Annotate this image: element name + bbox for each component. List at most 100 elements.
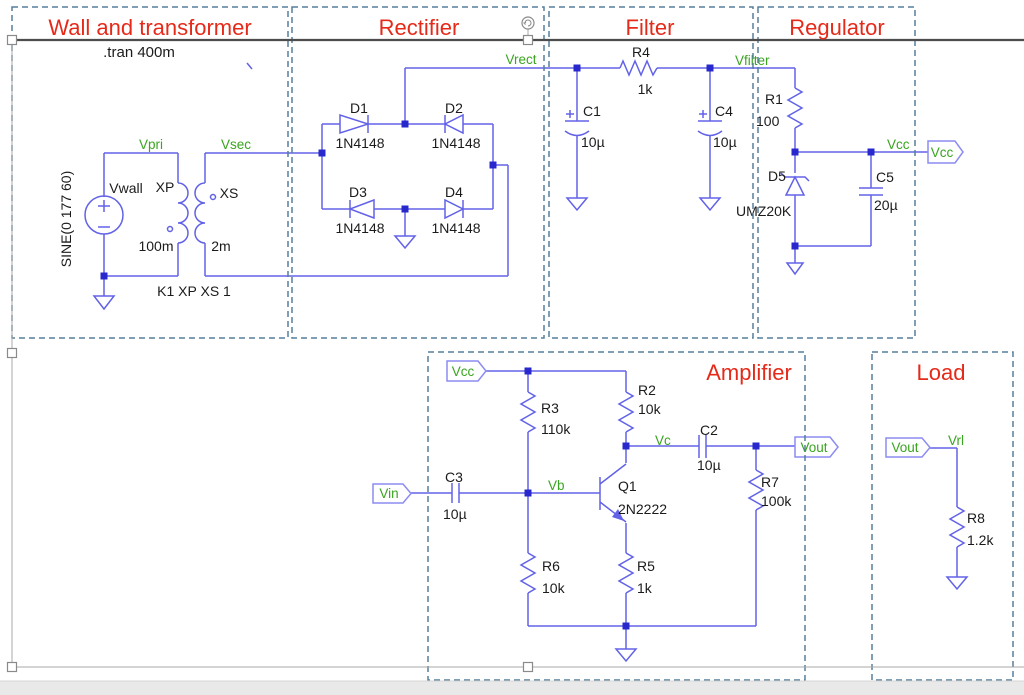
- junction-node: [401, 205, 409, 213]
- zener-diode-d5: [780, 172, 810, 196]
- capacitor-c3: [451, 483, 460, 503]
- r5-ref-label: R5: [637, 558, 655, 574]
- c1-value-label: 10µ: [581, 134, 605, 150]
- diode-d2: [443, 113, 464, 135]
- coupling-directive-label: K1 XP XS 1: [157, 283, 231, 299]
- d4-ref-label: D4: [445, 184, 463, 200]
- c4-ref-label: C4: [715, 103, 733, 119]
- selection-handle[interactable]: [6, 347, 18, 359]
- xp-value-label: 100m: [138, 238, 173, 254]
- title-rectifier[interactable]: Rectifier: [379, 15, 460, 40]
- d3-value-label: 1N4148: [335, 220, 384, 236]
- amplifier-circuit: Vcc Vin Vout R3 110k R2 10k C2 10µ C3 10…: [372, 360, 839, 663]
- r1-value-label: 100: [756, 113, 780, 129]
- vwall-ref-label: Vwall: [109, 180, 142, 196]
- r8-value-label: 1.2k: [967, 532, 994, 548]
- c5-value-label: 20µ: [874, 197, 898, 213]
- net-label-vrect: Vrect: [505, 52, 536, 67]
- net-label-vrl: Vrl: [948, 433, 964, 448]
- junction-node: [401, 120, 409, 128]
- selected-shape-chrome: [6, 16, 1024, 673]
- d1-value-label: 1N4148: [335, 135, 384, 151]
- r4-value-label: 1k: [638, 81, 654, 97]
- junction-node: [489, 161, 497, 169]
- q1-ref-label: Q1: [618, 478, 637, 494]
- selection-handle[interactable]: [6, 661, 18, 673]
- section-box-filter[interactable]: [548, 6, 754, 339]
- r6-value-label: 10k: [542, 580, 566, 596]
- title-load[interactable]: Load: [917, 360, 966, 385]
- c2-ref-label: C2: [700, 422, 718, 438]
- wall-transformer-circuit: Vpri Vsec Vwall SINE(0 177 60) XP XS 100…: [58, 137, 508, 311]
- title-regulator[interactable]: Regulator: [789, 15, 884, 40]
- r3-value-label: 110k: [541, 421, 571, 437]
- c2-value-label: 10µ: [697, 457, 721, 473]
- resistor-r6: [519, 552, 537, 594]
- title-filter[interactable]: Filter: [626, 15, 675, 40]
- junction-node: [622, 622, 630, 630]
- ground-icon: [945, 576, 969, 591]
- selection-handle[interactable]: [522, 34, 534, 46]
- junction-node: [791, 148, 799, 156]
- diode-d3: [347, 198, 375, 220]
- net-label-vfilter: Vfilter: [735, 53, 770, 68]
- title-wall-transformer[interactable]: Wall and transformer: [48, 15, 251, 40]
- junction-node: [573, 64, 581, 72]
- diode-d4: [444, 198, 465, 220]
- port-flag-vout-amplifier: [794, 436, 839, 458]
- ground-icon: [393, 235, 417, 250]
- port-flag-vin-label: Vin: [379, 486, 398, 501]
- d5-ref-label: D5: [768, 168, 786, 184]
- port-flag-vout-load-label: Vout: [891, 440, 918, 455]
- circuit-schematic[interactable]: Vpri Vsec Vwall SINE(0 177 60) XP XS 100…: [58, 44, 994, 663]
- d1-ref-label: D1: [350, 100, 368, 116]
- phase-dot-xp: [166, 225, 174, 233]
- c3-value-label: 10µ: [443, 506, 467, 522]
- ground-icon: [698, 197, 722, 212]
- section-box-rectifier[interactable]: [291, 6, 545, 339]
- canvas-bottom-strip: [0, 680, 1024, 695]
- wire-segments-load: [930, 447, 958, 577]
- capacitor-c4: [697, 120, 723, 137]
- port-flag-vcc-regulator-label: Vcc: [931, 145, 954, 160]
- resistor-r7: [747, 469, 765, 511]
- wire-segments-regulator: [794, 68, 928, 263]
- section-box-amplifier[interactable]: [427, 351, 806, 681]
- inductor-xs: [194, 182, 206, 244]
- junction-node: [524, 489, 532, 497]
- slide-edge-strip: [0, 681, 1024, 695]
- title-amplifier[interactable]: Amplifier: [706, 360, 792, 385]
- ground-icon: [92, 295, 116, 311]
- rotate-arrow-icon: [523, 19, 532, 27]
- section-box-regulator[interactable]: [757, 6, 916, 339]
- c4-polarity-plus: [699, 110, 707, 118]
- vwall-value-label: SINE(0 177 60): [58, 171, 74, 268]
- selection-handle[interactable]: [6, 34, 18, 46]
- regulator-circuit: R1 100 D5 UMZ20K C5 20µ Vcc Vcc: [736, 68, 964, 276]
- r4-ref-label: R4: [632, 44, 650, 60]
- port-flag-vout-load: [885, 437, 931, 458]
- junction-node: [706, 64, 714, 72]
- c1-ref-label: C1: [583, 103, 601, 119]
- junction-node: [318, 149, 326, 157]
- rotate-handle-icon[interactable]: [521, 16, 535, 30]
- spice-directive-tran: .tran 400m: [103, 44, 175, 61]
- r7-value-label: 100k: [761, 493, 792, 509]
- selection-handle[interactable]: [522, 661, 534, 673]
- d2-ref-label: D2: [445, 100, 463, 116]
- xp-ref-label: XP: [156, 179, 175, 195]
- stray-mark: [246, 62, 253, 70]
- resistor-r1: [786, 87, 804, 129]
- section-box-load[interactable]: [871, 351, 1014, 681]
- wire-segments-amplifier: [411, 370, 795, 649]
- inductor-xp: [177, 182, 189, 244]
- section-box-wall-transformer[interactable]: [11, 6, 289, 339]
- d2-value-label: 1N4148: [431, 135, 480, 151]
- resistor-r8: [948, 506, 966, 548]
- rectifier-circuit: D1 1N4148 D2 1N4148 D3 1N4148 D4 1N4148 …: [318, 52, 537, 276]
- c1-polarity-plus: [566, 110, 574, 118]
- capacitor-c5: [859, 187, 883, 196]
- q1-emitter-arrow: [612, 509, 624, 521]
- ground-icon: [614, 648, 638, 663]
